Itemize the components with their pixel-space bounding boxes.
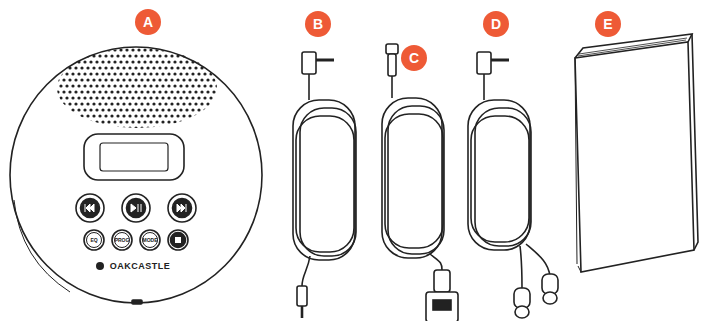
button-label: EQ — [90, 238, 97, 243]
callout-letter: C — [409, 51, 419, 65]
callout-letter: E — [603, 17, 612, 31]
callout-letter: D — [491, 17, 501, 31]
callout-letter: A — [143, 15, 153, 29]
callout-letter: B — [313, 17, 323, 31]
button-label: MODE — [143, 238, 158, 243]
usb-cable — [382, 44, 458, 321]
speaker-device — [10, 47, 262, 304]
audio-cable — [293, 52, 356, 318]
button-label: PROG — [115, 238, 130, 243]
callout-badges — [135, 9, 621, 71]
earphones — [468, 52, 558, 318]
brand-name: OAKCASTLE — [110, 262, 171, 271]
manual-booklet — [575, 34, 698, 272]
